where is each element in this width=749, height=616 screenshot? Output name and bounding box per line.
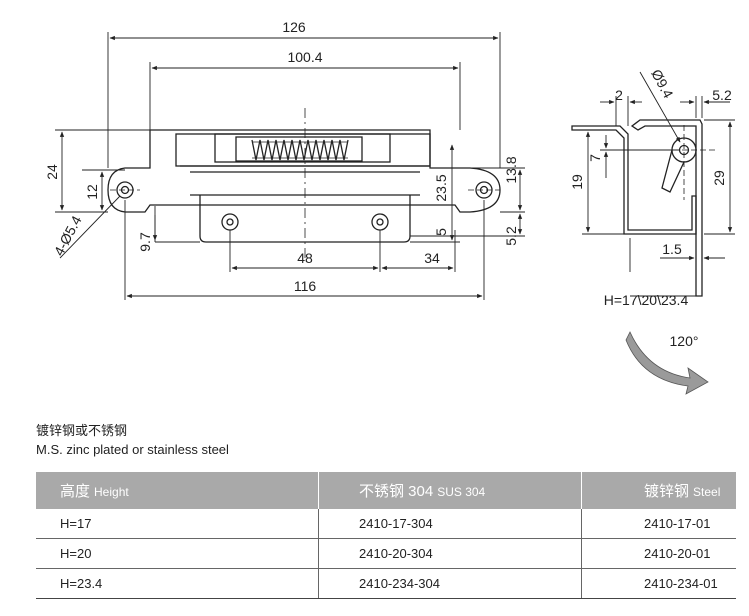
side-view: [571, 119, 715, 297]
dim-h: H=17\20\23.4: [604, 292, 689, 308]
dim-116: 116: [294, 278, 317, 294]
material-cn: 镀锌钢或不锈钢: [36, 423, 128, 438]
dim-24: 24: [44, 164, 60, 180]
front-dimension-labels: 126 100.4 24 12 4-Ø5.4 9.7 48 34 116 23.…: [44, 19, 519, 294]
dim-4-phi-5-4: 4-Ø5.4: [50, 213, 84, 258]
dim-2: 2: [615, 87, 623, 103]
dim-13-8: 13.8: [503, 156, 519, 183]
cell-sus304: 2410-17-304: [318, 509, 582, 539]
dim-9-7: 9.7: [137, 232, 153, 252]
dim-23-5: 23.5: [433, 174, 449, 201]
table-row: H=23.4 2410-234-304 2410-234-01: [36, 568, 736, 599]
table-row: H=20 2410-20-304 2410-20-01: [36, 538, 736, 569]
cell-sus304: 2410-20-304: [318, 538, 582, 569]
cell-steel: 2410-17-01: [581, 509, 736, 539]
side-dimension-labels: 2 Ø9.4 5.2 7 19 29 1.5 H=17\20\23.4: [569, 66, 732, 308]
dim-7: 7: [587, 154, 603, 162]
dim-12: 12: [84, 184, 100, 200]
dim-100-4: 100.4: [287, 49, 322, 65]
rotation-arrow-icon: [625, 331, 709, 395]
hole-lower-left: [221, 213, 239, 231]
front-dimensions: [55, 32, 525, 300]
side-profile: [571, 125, 697, 235]
material-en: M.S. zinc plated or stainless steel: [36, 442, 229, 457]
dim-19: 19: [569, 174, 585, 190]
hole-lower-right: [371, 213, 389, 231]
dim-126: 126: [282, 19, 306, 35]
dim-5-2-side: 5.2: [712, 87, 732, 103]
front-view: [107, 108, 501, 260]
cell-sus304: 2410-234-304: [318, 568, 582, 599]
rotation-indicator: 120°: [625, 331, 709, 395]
dim-29: 29: [711, 170, 727, 186]
dim-34: 34: [424, 250, 440, 266]
rotation-angle: 120°: [670, 333, 699, 349]
technical-drawing: 126 100.4 24 12 4-Ø5.4 9.7 48 34 116 23.…: [44, 19, 735, 395]
cell-steel: 2410-234-01: [581, 568, 736, 599]
dim-5-2-front: 5.2: [503, 226, 519, 246]
dim-1-5: 1.5: [662, 241, 682, 257]
side-dimensions: [582, 71, 735, 297]
mounting-plate: [107, 129, 501, 213]
cell-height: H=23.4: [36, 568, 319, 599]
cell-height: H=20: [36, 538, 319, 569]
dim-5: 5: [433, 228, 449, 236]
spring-housing: [235, 136, 363, 162]
table-row: H=17 2410-17-304 2410-17-01: [36, 509, 736, 539]
cell-steel: 2410-20-01: [581, 538, 736, 569]
dim-phi-9-4: Ø9.4: [648, 66, 676, 100]
cell-height: H=17: [36, 509, 319, 539]
dim-48: 48: [297, 250, 313, 266]
spring: [251, 139, 349, 161]
